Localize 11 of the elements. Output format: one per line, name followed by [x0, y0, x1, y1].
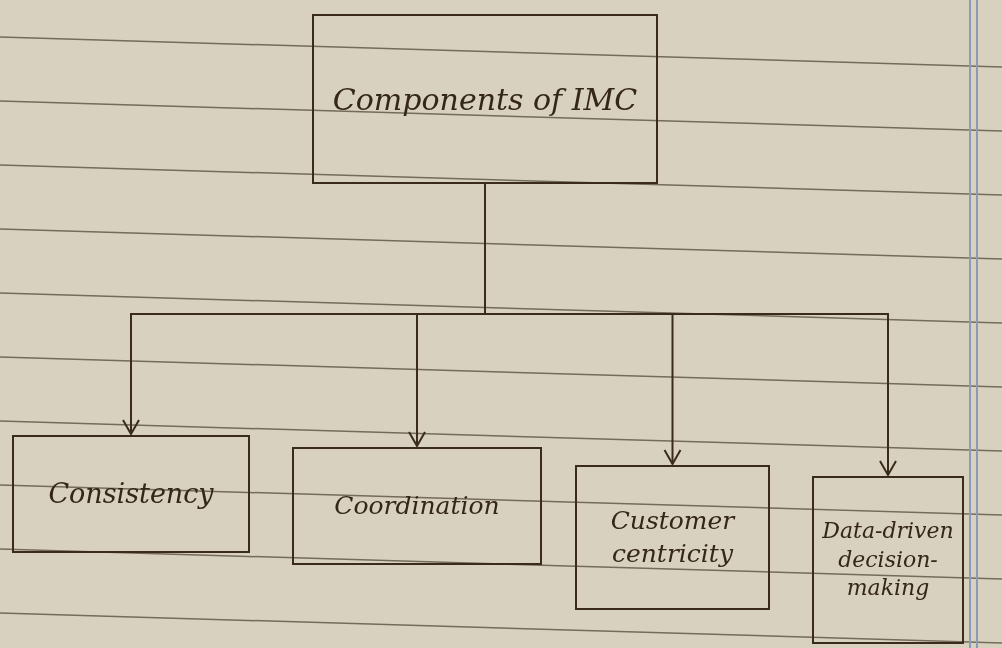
- process-box: [575, 465, 770, 610]
- process-box: [812, 476, 964, 644]
- box-label: Consistency: [48, 477, 214, 512]
- box-label: Components of IMC: [332, 80, 638, 119]
- arrow: [484, 183, 897, 476]
- process-box: [12, 435, 250, 553]
- box-label: Data-driven decision-making: [821, 517, 955, 603]
- process-box: [292, 447, 542, 565]
- box-label: Customer centricity: [609, 505, 737, 570]
- process-box: [312, 14, 658, 184]
- box-label: Coordination: [334, 489, 500, 522]
